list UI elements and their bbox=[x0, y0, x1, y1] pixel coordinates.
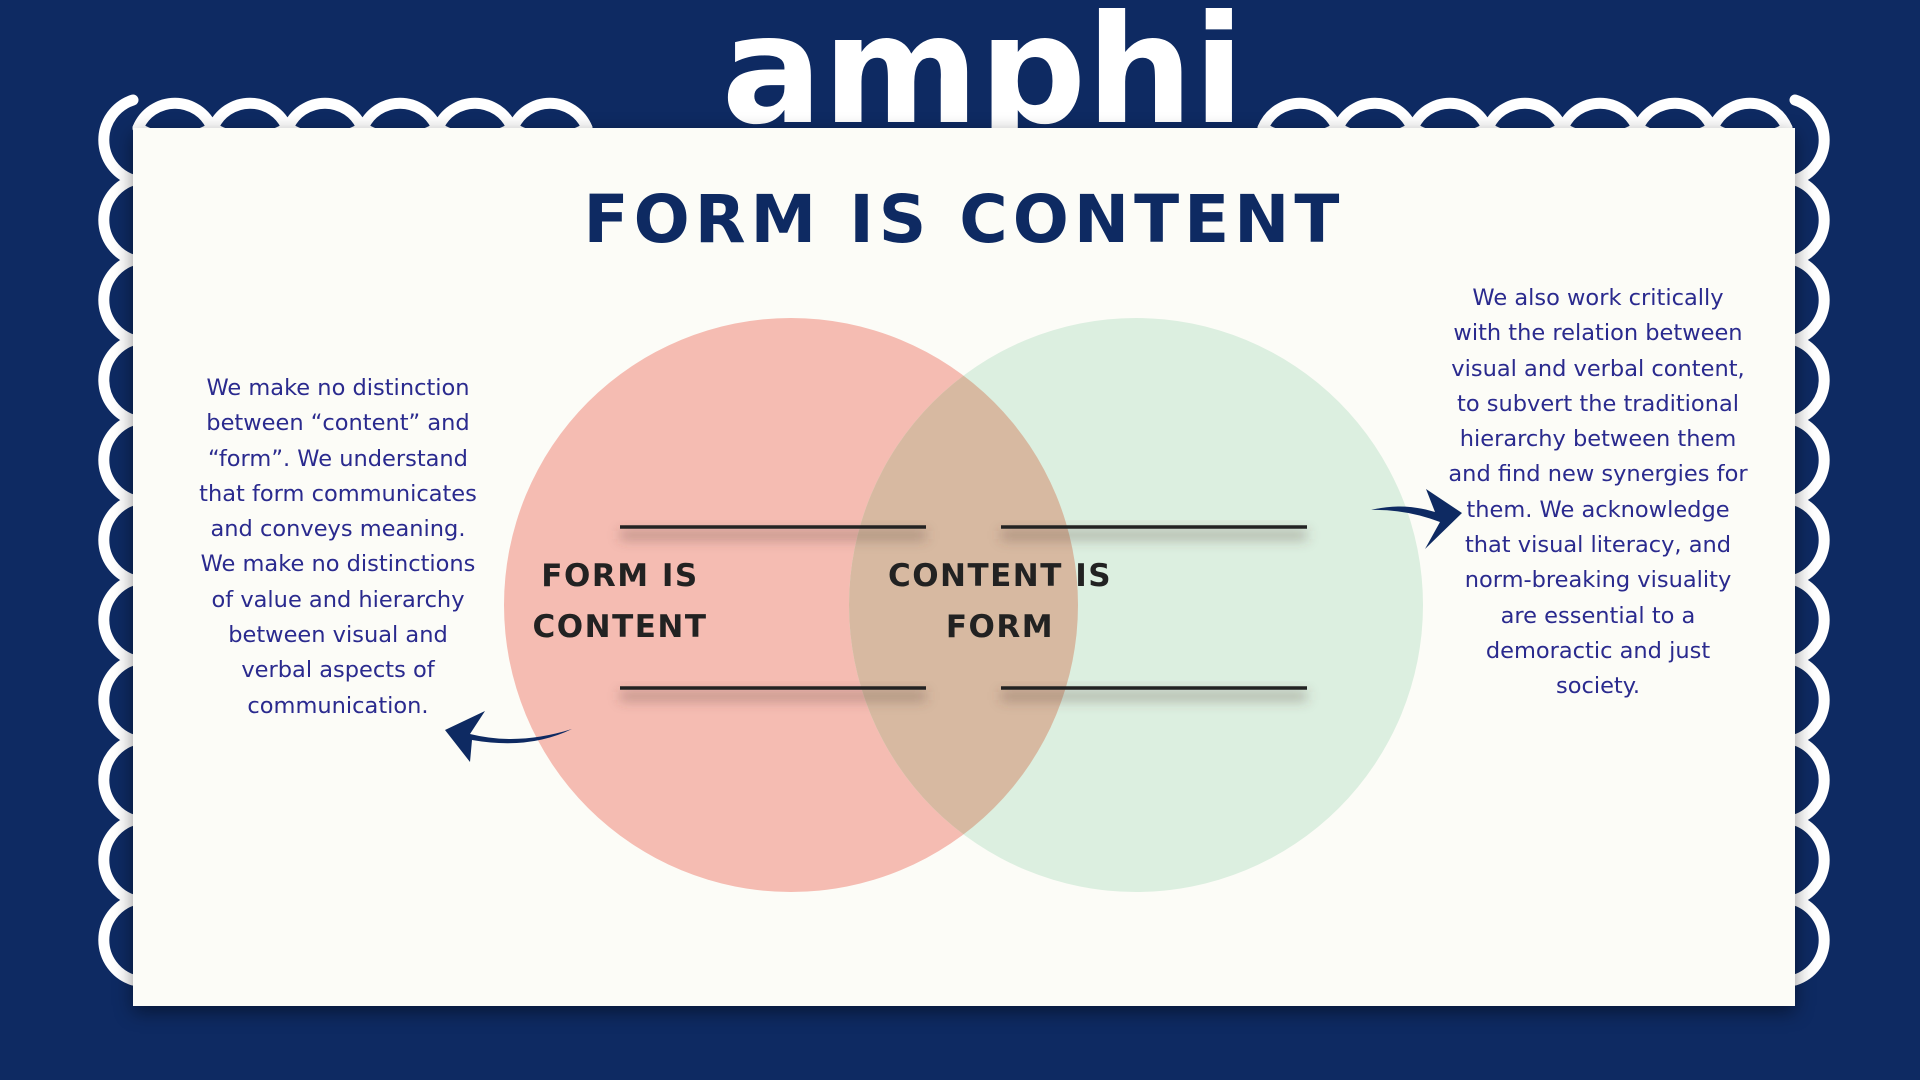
page-title: FORM IS CONTENT bbox=[583, 181, 1345, 258]
content-panel: FORM IS CONTENT We make no distinction bbox=[133, 128, 1795, 1006]
venn-label-right: CONTENT IS FORM bbox=[887, 558, 1113, 645]
left-arrow-icon bbox=[445, 711, 572, 762]
circle-overlap bbox=[849, 318, 1078, 892]
label-lines bbox=[620, 525, 1307, 701]
left-description: We make no distinction between “content”… bbox=[199, 375, 477, 719]
venn-label-left: FORM IS CONTENT bbox=[532, 558, 708, 645]
venn-diagram bbox=[445, 318, 1462, 892]
right-arrow-icon bbox=[1371, 489, 1462, 549]
right-description: We also work critically with the relatio… bbox=[1448, 285, 1748, 700]
